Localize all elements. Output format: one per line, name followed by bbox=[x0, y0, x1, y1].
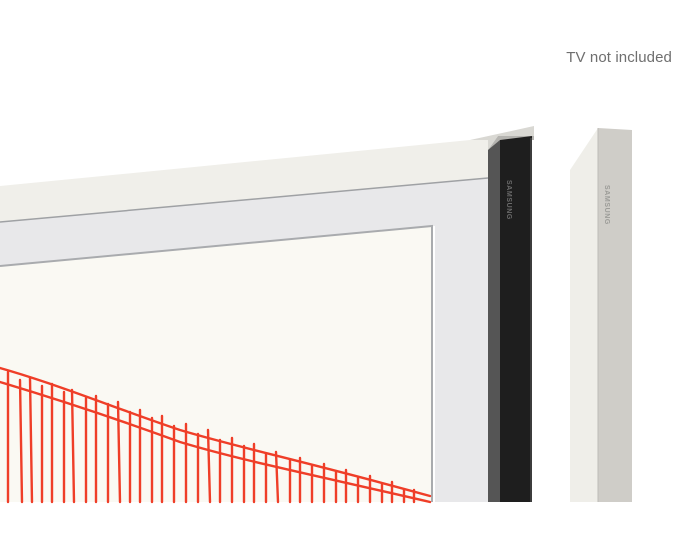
side-piece-side bbox=[598, 128, 632, 502]
outer-bezel-top bbox=[0, 140, 488, 222]
tv-not-included-caption: TV not included bbox=[566, 49, 672, 66]
artwork-lines bbox=[0, 366, 432, 504]
bezel-back-edge bbox=[500, 136, 532, 502]
samsung-logo-side-piece: SAMSUNG bbox=[603, 185, 610, 225]
side-piece-front bbox=[570, 128, 598, 502]
samsung-logo-main-frame: SAMSUNG bbox=[505, 180, 512, 220]
bezel-top-cap bbox=[470, 126, 534, 150]
bezel-side-strip bbox=[488, 140, 500, 502]
